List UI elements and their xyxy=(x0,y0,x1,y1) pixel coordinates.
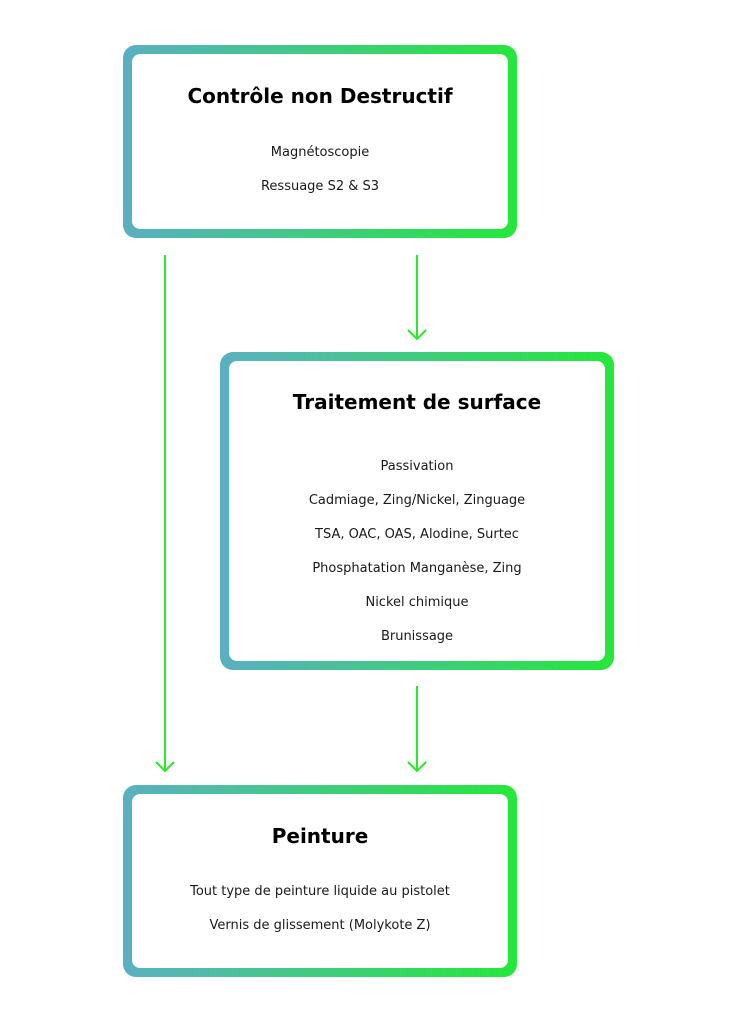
list-item: TSA, OAC, OAS, Alodine, Surtec xyxy=(315,527,519,542)
list-item: Magnétoscopie xyxy=(270,145,370,160)
list-item: Nickel chimique xyxy=(365,595,469,610)
box-controle-non-destructif: Contrôle non Destructif Magnétoscopie Re… xyxy=(123,45,517,238)
box-title: Peinture xyxy=(271,824,369,848)
box-traitement-de-surface: Traitement de surface Passivation Cadmia… xyxy=(220,352,614,670)
box-peinture: Peinture Tout type de peinture liquide a… xyxy=(123,785,517,977)
list-item: Passivation xyxy=(380,459,454,474)
box-title: Traitement de surface xyxy=(292,390,542,414)
box-title: Contrôle non Destructif xyxy=(187,84,453,108)
arrow-cnd-to-peinture xyxy=(155,255,175,773)
list-item: Brunissage xyxy=(380,629,454,644)
list-item: Tout type de peinture liquide au pistole… xyxy=(190,884,450,899)
list-item: Ressuage S2 & S3 xyxy=(260,179,380,194)
list-item: Cadmiage, Zing/Nickel, Zinguage xyxy=(308,493,526,508)
list-item: Vernis de glissement (Molykote Z) xyxy=(209,918,431,933)
arrow-traitement-to-peinture xyxy=(407,686,427,773)
list-item: Phosphatation Manganèse, Zing xyxy=(312,561,522,576)
arrow-cnd-to-traitement xyxy=(407,255,427,341)
